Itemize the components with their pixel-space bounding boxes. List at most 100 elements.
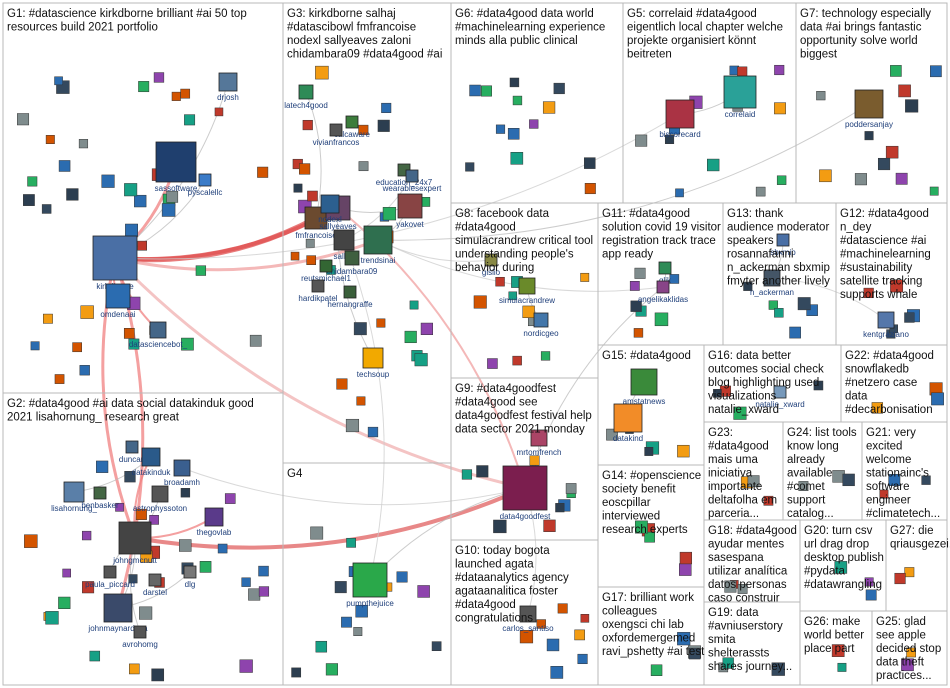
node-trendsinai <box>363 225 393 255</box>
node-marker <box>217 543 228 554</box>
node-marker <box>345 418 360 433</box>
node-marker <box>58 596 71 609</box>
node-label-angelikaklidas: angelikaklidas <box>638 295 688 304</box>
node-marker <box>79 365 90 376</box>
node-benbasker <box>93 486 107 500</box>
node-label-calcaware: calcaware <box>334 130 371 139</box>
node-marker <box>644 447 654 456</box>
node-marker <box>171 91 181 101</box>
node-marker <box>476 465 489 478</box>
node-marker <box>550 666 564 679</box>
node-marker <box>930 65 942 78</box>
node-marker <box>789 326 801 339</box>
node-kentgraziano <box>877 311 895 329</box>
node-label-paula-piccard: paula_piccard <box>85 580 135 589</box>
node-marker <box>565 483 577 494</box>
node-nordicgeo <box>533 312 549 328</box>
node-marker <box>115 502 124 512</box>
node-broadamh <box>173 459 191 477</box>
node-label-wearablesexpert: wearablesexpert <box>382 184 442 193</box>
node-marker <box>743 281 753 291</box>
node-marker <box>166 190 179 203</box>
node-marker <box>27 176 38 187</box>
node-label-pyscalellc: pyscalellc <box>188 188 223 197</box>
node-marker <box>66 188 79 201</box>
node-marker <box>798 481 809 492</box>
node-marker <box>577 653 588 665</box>
node-label-techsoup: techsoup <box>357 370 390 379</box>
node-marker <box>41 204 52 214</box>
node-marker <box>334 581 347 594</box>
node-datasciencebot <box>149 321 167 339</box>
edge <box>181 467 526 506</box>
node-n-ackerman <box>763 269 781 287</box>
node-marker <box>89 650 101 662</box>
node-marker <box>151 668 165 682</box>
node-marker <box>864 131 874 141</box>
node-marker <box>885 145 899 159</box>
node-marker <box>290 251 300 261</box>
node-marker <box>831 644 845 657</box>
node-label-reutsmichael1: reutsmichael1 <box>301 274 351 283</box>
node-marker <box>180 88 191 99</box>
node-hernangraffe <box>343 285 357 299</box>
node-natalie-xward <box>773 385 787 399</box>
node-marker <box>336 378 348 390</box>
node-label-education-24x7: education_24x7 <box>376 178 433 187</box>
node-johngmcnutt <box>118 521 152 555</box>
node-marker <box>664 134 675 144</box>
node-darstel <box>148 573 162 587</box>
node-marker <box>737 66 748 77</box>
node-marker <box>677 444 690 458</box>
node-marker <box>353 627 363 636</box>
node-datakind <box>613 403 643 433</box>
node-marker <box>139 606 153 620</box>
node-label-thegovlab: thegovlab <box>197 528 232 537</box>
node-vivianfrancos <box>329 123 343 137</box>
node-marker <box>675 188 684 198</box>
node-marker <box>78 139 89 149</box>
node-marker <box>461 469 473 480</box>
node-marker <box>763 495 774 506</box>
node-marker <box>507 128 520 140</box>
node-label-omdenaai: omdenaai <box>100 310 135 319</box>
node-reutsmichael1 <box>319 259 333 273</box>
node-label-datakind: datakind <box>613 434 643 443</box>
node-marker <box>45 135 55 144</box>
node-label-sassoftware: sassoftware <box>155 184 198 193</box>
node-marker <box>149 515 159 525</box>
node-label-fmfrancoise: fmfrancoise <box>295 231 337 240</box>
node-marker <box>771 662 785 676</box>
node-marker <box>863 287 874 299</box>
node-marker <box>580 614 590 623</box>
node-marker <box>713 389 722 398</box>
node-label-amstatnews: amstatnews <box>623 397 666 406</box>
node-marker <box>522 305 535 319</box>
node-marker <box>584 183 596 195</box>
node-marker <box>302 119 313 131</box>
node-marker <box>123 328 135 339</box>
node-marker <box>905 99 919 113</box>
node-lisahornung <box>63 481 85 503</box>
node-marker <box>45 611 59 625</box>
node-carlos-santiso <box>519 605 537 623</box>
node-marker <box>557 603 568 614</box>
node-angelikaklidas <box>656 280 670 294</box>
node-marker <box>137 240 147 251</box>
node-marker <box>214 107 224 117</box>
node-omdenaai <box>105 283 131 309</box>
node-biscorecard <box>665 99 695 129</box>
node-label-mrtomfrench: mrtomfrench <box>517 448 562 457</box>
node-marker <box>355 604 368 618</box>
node-marker <box>898 84 911 98</box>
node-marker <box>305 238 315 248</box>
node-marker <box>774 64 785 76</box>
